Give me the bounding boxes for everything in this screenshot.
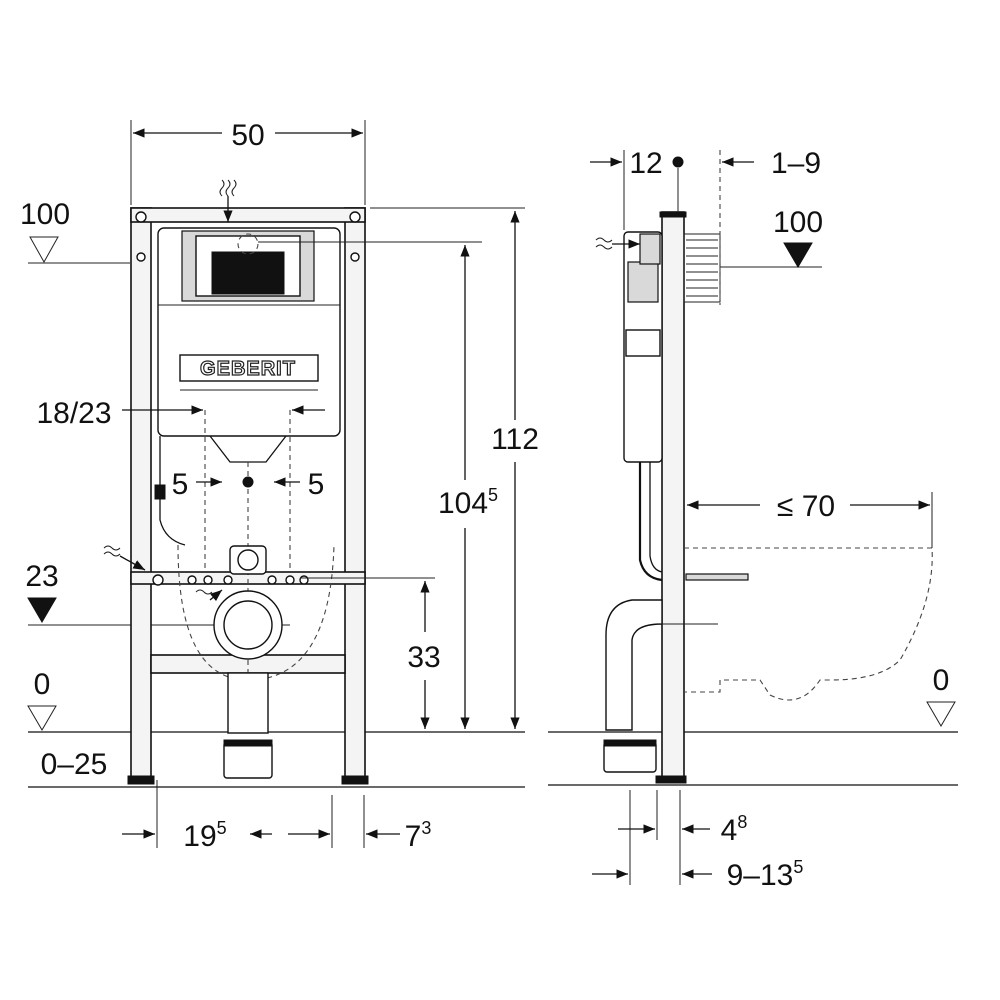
dim-floor-range: 0–25 [41, 748, 108, 781]
dim-foot: 73 [405, 818, 432, 853]
level-inlet-label: 23 [25, 560, 58, 593]
side-dim-frame-depth: 48 [721, 812, 748, 847]
flush-plate-window [211, 251, 285, 295]
level-marker-triangle-icon [926, 701, 956, 727]
dim-fix-spacing: 18/23 [36, 397, 111, 430]
water-supply-wave-icon [595, 237, 640, 250]
front-view: GEBERIT [20, 119, 539, 853]
geberit-badge [179, 354, 319, 382]
side-drain-elbow [605, 599, 663, 731]
side-dim-wall-range: 1–9 [771, 147, 821, 180]
level-top-label: 100 [20, 198, 70, 231]
side-dim-bowl-projection: ≤ 70 [777, 490, 835, 523]
supply-connection-circle [237, 233, 259, 255]
flush-tube-left [159, 436, 186, 546]
side-flush-tube-inner [649, 462, 663, 573]
frame-bolt-icon [350, 252, 360, 262]
dim-offset-right: 5 [308, 468, 325, 501]
frame-bolt-icon [135, 211, 147, 223]
side-reference-point [672, 156, 684, 168]
frame-top-rail [130, 207, 366, 223]
centre-point [242, 476, 254, 488]
drain-pipe-collar [223, 739, 273, 747]
side-view: 12 1–9 100 ≤ 70 0 48 9–135 [548, 147, 958, 892]
bowl-outline-front [177, 544, 335, 681]
side-level-top-label: 100 [773, 206, 823, 239]
water-supply-wave-icon [219, 179, 237, 222]
dim-frame-height: 1045 [438, 485, 498, 520]
dim-width: 50 [231, 119, 264, 152]
side-dim-top-depth: 12 [629, 147, 662, 180]
side-level-floor-label: 0 [933, 664, 950, 697]
dim-drain-offset: 195 [183, 818, 226, 853]
side-cistern-box [625, 329, 661, 357]
drain-pipe-vertical [227, 672, 269, 734]
water-supply-wave-icon [195, 589, 223, 602]
drain-elbow-inner [223, 600, 273, 650]
drain-pipe-lower [223, 741, 273, 779]
side-mount-bolt [685, 573, 749, 581]
flush-funnel [209, 435, 287, 463]
side-frame-cap [659, 211, 687, 218]
fixing-holes [152, 574, 309, 586]
frame-foot-right [341, 775, 369, 785]
side-frame-post [661, 211, 685, 783]
level-marker-triangle-icon [27, 705, 57, 731]
wall-anchor [683, 150, 721, 305]
dim-drain-height: 33 [407, 641, 440, 674]
level-marker-triangle-icon [783, 242, 813, 268]
side-drain-collar [603, 739, 657, 747]
side-dim-pipe-range: 9–135 [727, 857, 804, 892]
clip-left [154, 484, 166, 500]
level-marker-triangle-icon [27, 597, 57, 623]
frame-right-upright [344, 207, 366, 781]
supply-valve-ring [237, 549, 259, 571]
dim-total-height: 112 [491, 423, 539, 456]
frame-foot-left [127, 775, 155, 785]
brand-label: GEBERIT [200, 358, 296, 380]
frame-bolt-icon [136, 252, 146, 262]
level-marker-triangle-icon [29, 236, 59, 264]
water-supply-wave-icon [103, 545, 146, 571]
side-cistern-valve [627, 261, 659, 303]
frame-bolt-icon [349, 211, 361, 223]
level-floor-label: 0 [34, 668, 51, 701]
bowl-outline-side [684, 547, 933, 701]
side-frame-foot [655, 775, 687, 784]
side-flush-tube [638, 462, 663, 582]
side-cistern-strip [639, 233, 661, 265]
frame-left-upright [130, 207, 152, 781]
dim-offset-left: 5 [172, 468, 189, 501]
